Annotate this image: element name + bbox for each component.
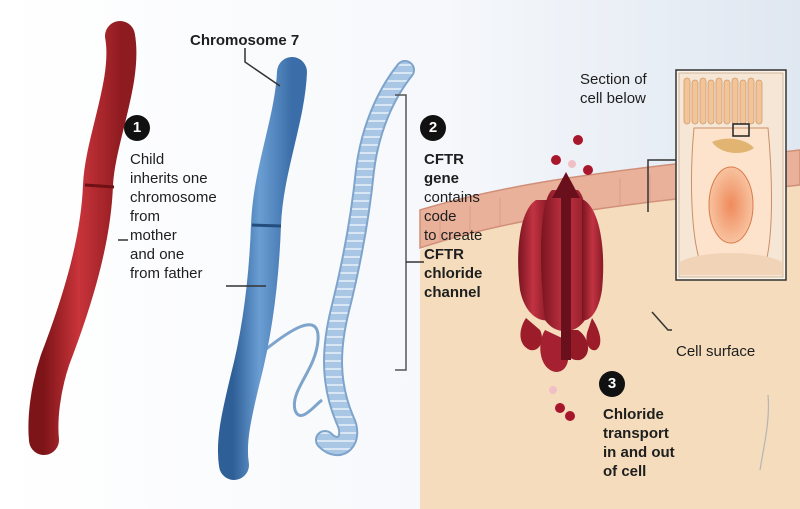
cell-section-inset: [675, 69, 787, 281]
step-2-badge: 2: [420, 115, 446, 141]
section-of-cell-label: Section of cell below: [580, 71, 647, 107]
chromosome-leader: [244, 48, 281, 87]
gene-bracket: [395, 94, 407, 371]
maternal-chromosome: [28, 21, 137, 455]
chloride-ions: [549, 135, 593, 413]
step-3-text: Chloride transport in and out of cell: [603, 406, 675, 480]
paternal-centromere: [251, 223, 282, 228]
step-1-badge: 1: [124, 115, 150, 141]
section-leader: [647, 159, 676, 212]
surface-leader: [651, 311, 672, 331]
signature: [759, 394, 770, 471]
step-3-badge: 3: [599, 371, 625, 397]
gene-thread: [264, 323, 323, 417]
cftr-gene-strand: [317, 62, 413, 454]
maternal-centromere: [84, 183, 115, 189]
step-2-text: CFTR gene contains code to create CFTR c…: [424, 151, 483, 301]
step-1-text: Child inherits one chromosome from mothe…: [130, 151, 217, 282]
cell-surface-label: Cell surface: [676, 343, 756, 360]
chromosome-7-label: Chromosome 7: [190, 32, 300, 49]
cftr-channel: [518, 172, 604, 372]
chloride-bullet: [565, 411, 575, 421]
